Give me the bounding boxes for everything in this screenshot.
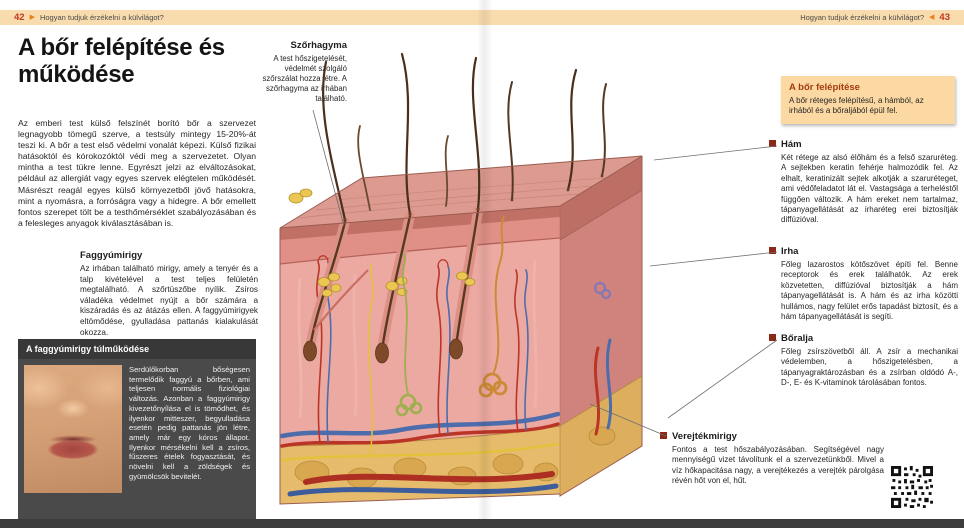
skin-block [279, 52, 643, 505]
section-text: Fontos a test hőszabályozásában. Segítsé… [672, 445, 884, 486]
sebaceous-glands [288, 188, 476, 297]
info-box-body: Serdülőkorban bőségesen termelődik faggy… [18, 359, 256, 499]
section-title: Bőralja [781, 333, 814, 344]
section-faggyumirigy: Faggyúmirigy Az irhában található mirigy… [80, 250, 258, 338]
section-ham: Hám Két rétege az alsó élőhám és a felső… [769, 139, 958, 226]
section-verejtekmirigy: Verejtékmirigy Fontos a test hőszabályoz… [660, 431, 884, 487]
section-marker-icon [660, 432, 667, 439]
page-number-right: 43 [939, 12, 950, 23]
blood-vessels [279, 255, 613, 497]
highlight-box-skin-structure: A bőr felépítése A bőr réteges felépítés… [781, 76, 955, 124]
section-marker-icon [769, 334, 776, 341]
sweat-glands [395, 215, 612, 417]
section-text: Két rétege az alsó élőhám és a felső sza… [781, 153, 958, 225]
page-number-left: 42 [14, 12, 25, 23]
info-box-text: Serdülőkorban bőségesen termelődik faggy… [129, 365, 250, 481]
section-title: Verejtékmirigy [672, 431, 737, 442]
highlight-box-text: A bőr réteges felépítésű, a hámból, az i… [789, 96, 924, 116]
acne-photo [24, 365, 122, 493]
section-title: Hám [781, 139, 802, 150]
section-text: Az irhában található mirigy, amely a ten… [80, 264, 258, 337]
section-title: Irha [781, 246, 799, 257]
bottom-bar [0, 519, 964, 528]
section-boralja: Bőralja Főleg zsírszövetből áll. A zsír … [769, 333, 958, 389]
label-title: Szőrhagyma [290, 40, 348, 51]
header-left: 42 ▶ Hogyan tudjuk érzékelni a külvilágo… [14, 12, 164, 23]
section-text: Főleg zsírszövetből áll. A zsír a mechan… [781, 347, 958, 388]
chapter-title-right: Hogyan tudjuk érzékelni a külvilágot? [800, 13, 925, 22]
header-right: Hogyan tudjuk érzékelni a külvilágot? ◀ … [800, 12, 950, 23]
section-text: Főleg lazarostos kötőszövet építi fel. B… [781, 260, 958, 322]
page-header: 42 ▶ Hogyan tudjuk érzékelni a külvilágo… [0, 10, 964, 25]
skin-cross-section-illustration [279, 52, 643, 505]
arrector-pili-muscle [313, 269, 369, 331]
nerve [280, 263, 560, 462]
label-text: A test hőszigetelését, védelmét szolgáló… [262, 54, 347, 103]
highlight-box-title: A bőr felépítése [789, 82, 860, 93]
arrow-right-icon: ▶ [29, 14, 35, 21]
hair-pores [343, 174, 604, 222]
intro-paragraph: Az emberi test külső felszínét borító bő… [18, 118, 256, 228]
section-title: Faggyúmirigy [80, 250, 143, 261]
qr-code-icon [891, 466, 933, 508]
page-title: A bőr felépítése és működése [18, 34, 225, 88]
chapter-title-left: Hogyan tudjuk érzékelni a külvilágot? [39, 13, 164, 22]
arrow-left-icon: ◀ [929, 14, 935, 21]
section-irha: Irha Főleg lazarostos kötőszövet építi f… [769, 246, 958, 322]
label-szorhagyma: Szőrhagyma A test hőszigetelését, védelm… [253, 40, 347, 104]
info-box-acne: A faggyúmirigy túlműködése Serdülőkorban… [18, 339, 256, 520]
section-marker-icon [769, 140, 776, 147]
section-marker-icon [769, 247, 776, 254]
hair-bulbs [303, 338, 463, 364]
info-box-title: A faggyúmirigy túlműködése [18, 339, 256, 359]
